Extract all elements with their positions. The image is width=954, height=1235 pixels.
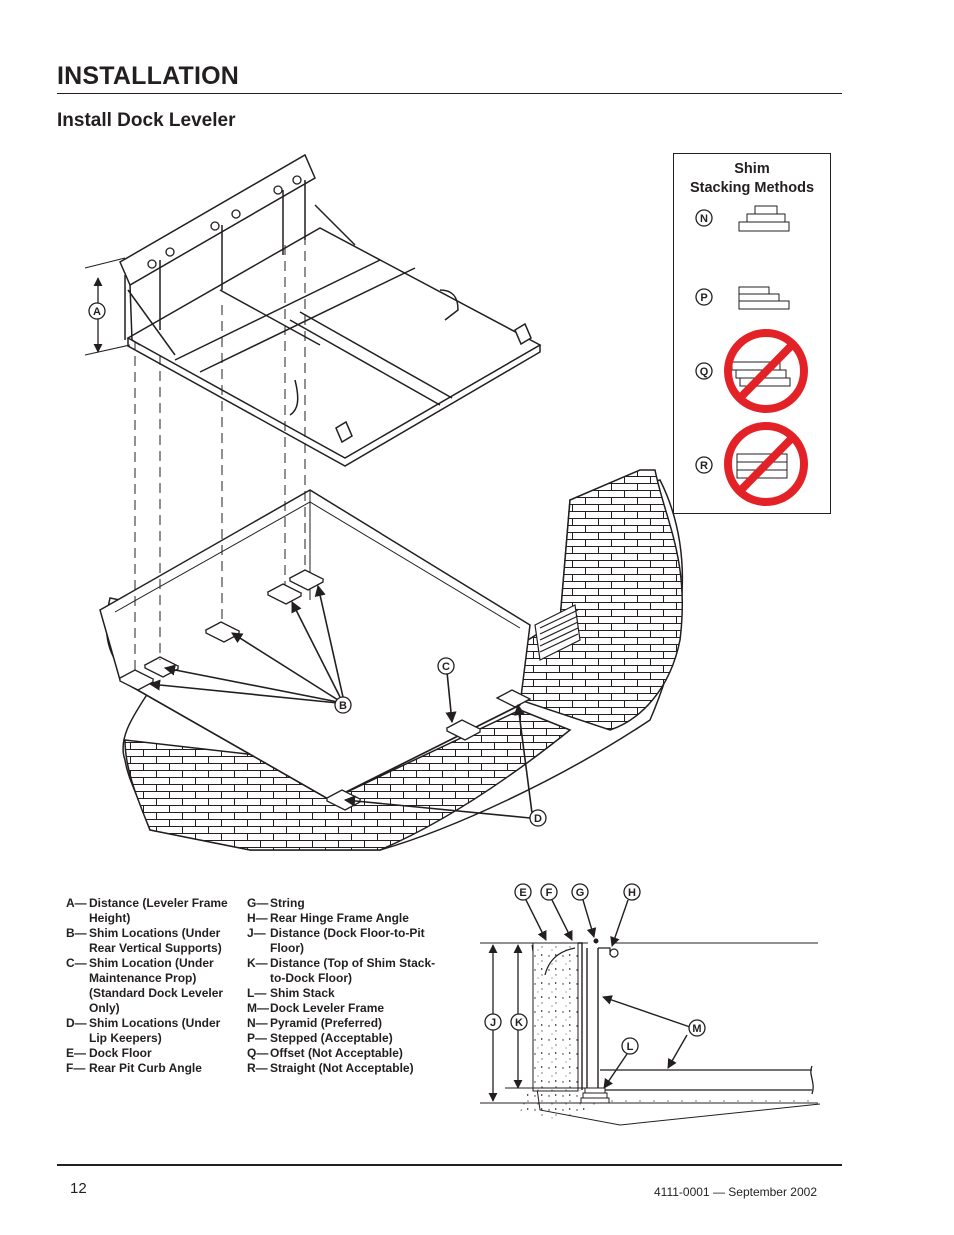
- legend-key: L—: [247, 986, 267, 1000]
- callout-a: A: [93, 306, 101, 318]
- legend-text: Distance (Top of Shim Stack-to-Dock Floo…: [270, 956, 436, 985]
- shim-panel-title-line2: Stacking Methods: [689, 180, 815, 196]
- legend-key: A—: [66, 896, 87, 910]
- section-subtitle: Install Dock Leveler: [57, 110, 236, 131]
- legend-text: Offset (Not Acceptable): [270, 1046, 403, 1060]
- page-title: INSTALLATION: [57, 62, 240, 90]
- callout-j: J: [490, 1017, 496, 1029]
- legend-item: F—Rear Pit Curb Angle: [66, 1061, 241, 1076]
- callout-h: H: [628, 887, 636, 899]
- legend-column-1: A—Distance (Leveler Frame Height)B—Shim …: [66, 896, 241, 1076]
- legend-key: E—: [66, 1046, 87, 1060]
- callout-e: E: [519, 887, 526, 899]
- legend-item: M—Dock Leveler Frame: [247, 1001, 437, 1016]
- page-number: 12: [70, 1180, 87, 1197]
- shim-method-q-letter: Q: [700, 366, 709, 378]
- legend-text: Shim Stack: [270, 986, 335, 1000]
- legend-text: Rear Hinge Frame Angle: [270, 911, 409, 925]
- callout-d: D: [534, 813, 542, 825]
- legend-item: K—Distance (Top of Shim Stack-to-Dock Fl…: [247, 956, 437, 986]
- legend-key: B—: [66, 926, 87, 940]
- legend-item: A—Distance (Leveler Frame Height): [66, 896, 241, 926]
- legend-item: N—Pyramid (Preferred): [247, 1016, 437, 1031]
- legend-text: Straight (Not Acceptable): [270, 1061, 414, 1075]
- legend-item: J— Distance (Dock Floor-to-Pit Floor): [247, 926, 437, 956]
- legend-text: String: [270, 896, 305, 910]
- legend-key: P—: [247, 1031, 268, 1045]
- legend-item: L—Shim Stack: [247, 986, 437, 1001]
- title-rule: [57, 93, 842, 94]
- legend-key: N—: [247, 1016, 268, 1030]
- callout-f: F: [546, 887, 553, 899]
- shim-method-p-letter: P: [700, 292, 707, 304]
- legend-item: H—Rear Hinge Frame Angle: [247, 911, 437, 926]
- legend-key: K—: [247, 956, 268, 970]
- legend-key: G—: [247, 896, 269, 910]
- shim-panel-title-line1: Shim: [734, 161, 770, 177]
- callout-m: M: [692, 1023, 701, 1035]
- legend-text: Dock Leveler Frame: [270, 1001, 385, 1015]
- legend-text: Distance (Dock Floor-to-Pit Floor): [270, 926, 425, 955]
- legend-text: Stepped (Acceptable): [270, 1031, 393, 1045]
- legend-text: Shim Locations (Under Rear Vertical Supp…: [89, 926, 222, 955]
- callout-k: K: [515, 1017, 523, 1029]
- legend-text: Pyramid (Preferred): [270, 1016, 383, 1030]
- shim-method-r-letter: R: [700, 460, 708, 472]
- legend-key: H—: [247, 911, 268, 925]
- callout-g: G: [576, 887, 585, 899]
- legend-item: E—Dock Floor: [66, 1046, 241, 1061]
- legend-text: Distance (Leveler Frame Height): [89, 896, 228, 925]
- shim-stacking-methods-panel: Shim Stacking Methods: [673, 153, 831, 514]
- legend-key: J—: [247, 926, 266, 940]
- legend-text: Rear Pit Curb Angle: [89, 1061, 202, 1075]
- legend-item: Q—Offset (Not Acceptable): [247, 1046, 437, 1061]
- legend-text: Dock Floor: [89, 1046, 152, 1060]
- legend-key: D—: [66, 1016, 87, 1030]
- shim-panel-title: Shim Stacking Methods: [674, 160, 830, 198]
- document-id: 4111-0001 — September 2002: [654, 1185, 818, 1199]
- legend-item: P—Stepped (Acceptable): [247, 1031, 437, 1046]
- callout-c: C: [442, 661, 450, 673]
- legend-key: Q—: [247, 1046, 269, 1060]
- shim-method-n-letter: N: [700, 213, 708, 225]
- legend-text: Shim Location (Under Maintenance Prop) (…: [89, 956, 224, 1015]
- legend-key: M—: [247, 1001, 269, 1015]
- legend-text: Shim Locations (Under Lip Keepers): [89, 1016, 221, 1045]
- legend-key: F—: [66, 1061, 86, 1075]
- legend-item: C—Shim Location (Under Maintenance Prop)…: [66, 956, 241, 1016]
- legend-item: G—String: [247, 896, 437, 911]
- shim-methods-diagram: N P Q R: [695, 205, 808, 506]
- legend-item: D—Shim Locations (Under Lip Keepers): [66, 1016, 241, 1046]
- legend-key: C—: [66, 956, 87, 970]
- legend-key: R—: [247, 1061, 268, 1075]
- footer-rule: [57, 1164, 842, 1166]
- legend-item: B—Shim Locations (Under Rear Vertical Su…: [66, 926, 241, 956]
- callout-b: B: [339, 700, 347, 712]
- callout-l: L: [627, 1041, 634, 1053]
- legend-item: R—Straight (Not Acceptable): [247, 1061, 437, 1076]
